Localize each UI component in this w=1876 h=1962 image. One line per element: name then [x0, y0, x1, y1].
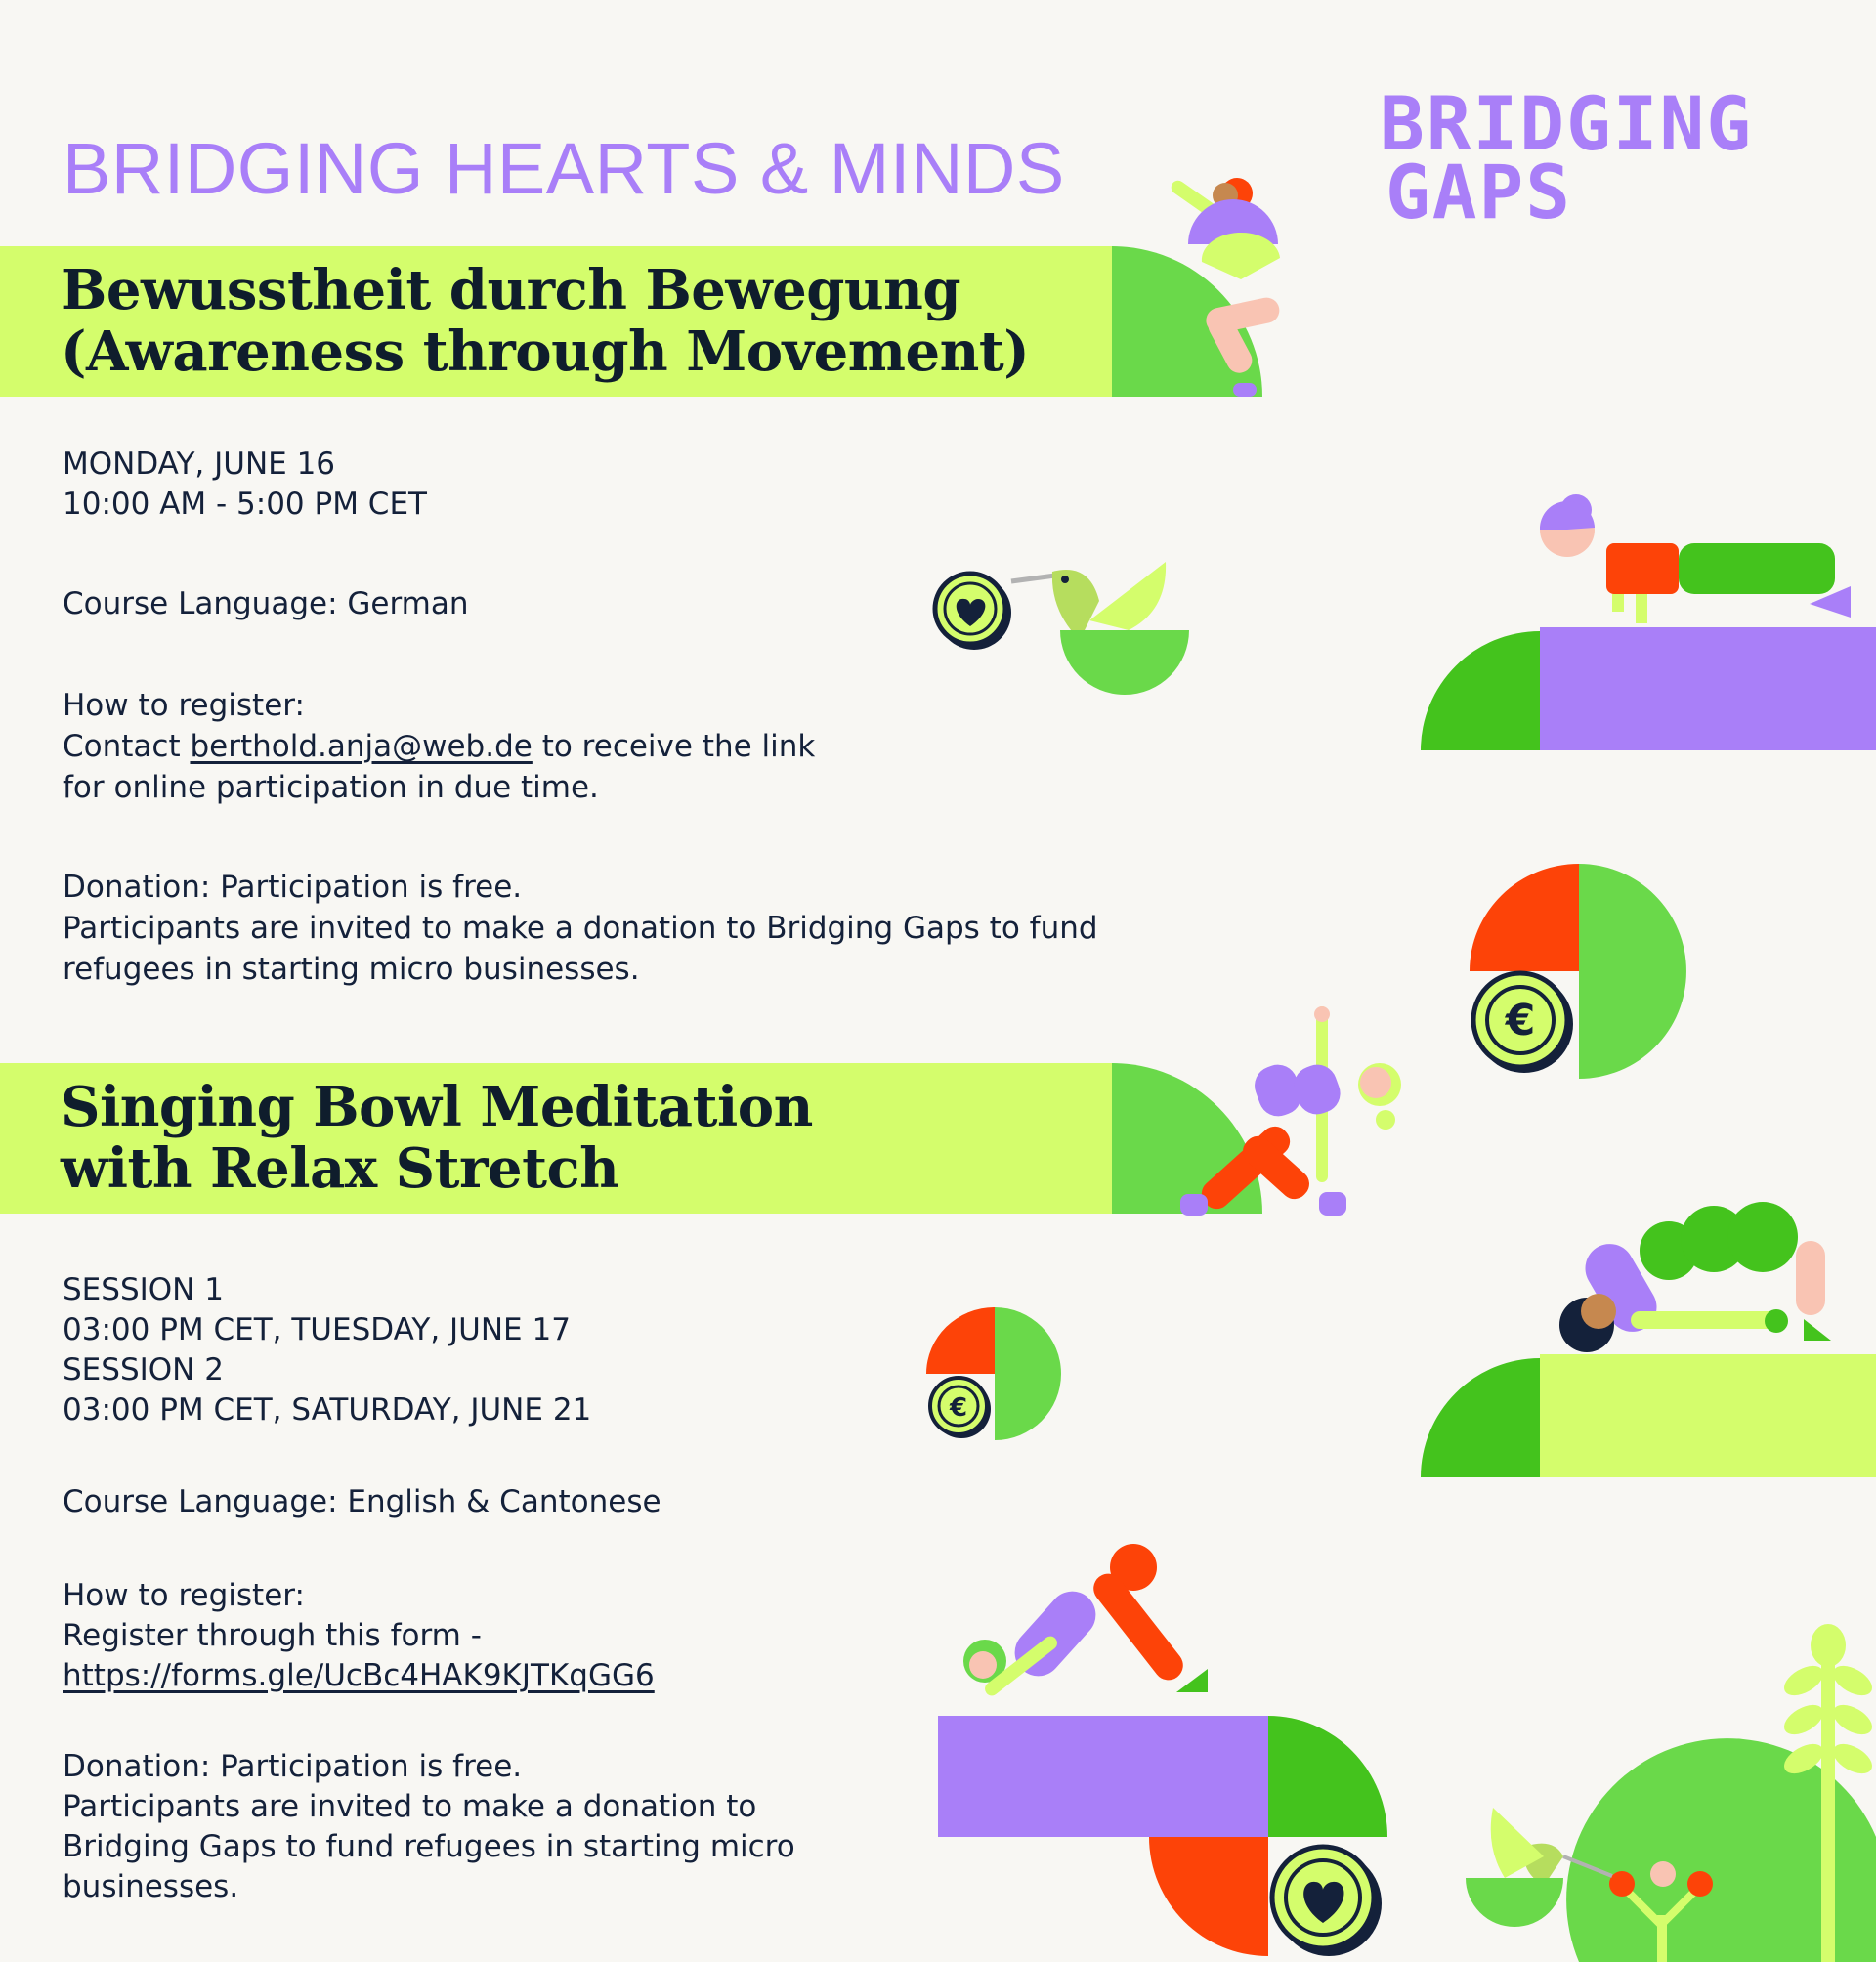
event2-session2-label: SESSION 2 [63, 1352, 224, 1387]
page-headline: BRIDGING HEARTS & MINDS [63, 128, 1065, 209]
event2-session1-time: 03:00 PM CET, TUESDAY, JUNE 17 [63, 1312, 571, 1347]
triangle-pose-figure-icon [1180, 1006, 1401, 1216]
event1-title: Bewusstheit durch Bewegung (Awareness th… [61, 258, 1030, 384]
event2-form-link[interactable]: https://forms.gle/UcBc4HAK9KJTKqGG6 [63, 1658, 655, 1693]
event2-session2-time: 03:00 PM CET, SATURDAY, JUNE 21 [63, 1392, 592, 1428]
event1-donation-line2: Participants are invited to make a donat… [63, 911, 1098, 946]
event1-title-line1: Bewusstheit durch Bewegung [61, 258, 961, 322]
event1-register-suffix: to receive the link [541, 729, 816, 764]
event2-donation-line2: Participants are invited to make a donat… [63, 1789, 757, 1824]
downward-dog-figure-icon [938, 1544, 1387, 1956]
bridge-pose-figure-icon [1421, 1202, 1876, 1477]
euro-coin-pie-icon: € [1470, 864, 1686, 1079]
event1-donation-line1: Donation: Participation is free. [63, 870, 523, 905]
event2-language: Course Language: English & Cantonese [63, 1484, 661, 1519]
event1-time: 10:00 AM - 5:00 PM CET [63, 487, 427, 522]
small-euro-coin-pie-icon: € [926, 1307, 1061, 1440]
event2-donation-line1: Donation: Participation is free. [63, 1749, 523, 1784]
event2-register-heading: How to register: [63, 1578, 305, 1613]
event2-title-line1: Singing Bowl Meditation [61, 1075, 813, 1139]
event1-register-heading: How to register: [63, 688, 305, 723]
event2-title: Singing Bowl Meditation with Relax Stret… [61, 1077, 813, 1200]
svg-text:€: € [949, 1393, 967, 1423]
event1-date: MONDAY, JUNE 16 [63, 447, 336, 482]
svg-text:€: € [1505, 996, 1536, 1045]
event2-register-line2: Register through this form - [63, 1618, 482, 1653]
event2-session1-label: SESSION 1 [63, 1272, 224, 1307]
event1-donation-line3: refugees in starting micro businesses. [63, 952, 640, 987]
event1-register-prefix: Contact [63, 729, 181, 764]
event2-register-link-line: https://forms.gle/UcBc4HAK9KJTKqGG6 [63, 1656, 655, 1696]
event2-title-line2: with Relax Stretch [61, 1136, 619, 1201]
event1-register-line3: for online participation in due time. [63, 770, 599, 805]
event1-register-line: Contact berthold.anja@web.de to receive … [63, 727, 815, 767]
event1-title-line2: (Awareness through Movement) [61, 320, 1030, 384]
event1-language: Course Language: German [63, 586, 469, 621]
logo-line-2: GAPS [1386, 149, 1573, 235]
event2-title-band: Singing Bowl Meditation with Relax Stret… [0, 1063, 1114, 1214]
hummingbird-icon [932, 562, 1189, 695]
event2-donation-line3: Bridging Gaps to fund refugees in starti… [63, 1829, 795, 1864]
event2-donation-line4: businesses. [63, 1869, 239, 1904]
event1-title-band: Bewusstheit durch Bewegung (Awareness th… [0, 246, 1114, 397]
event1-email-link[interactable]: berthold.anja@web.de [190, 729, 533, 764]
logo-line-1: BRIDGING [1380, 80, 1754, 167]
bridging-gaps-logo: BRIDGING GAPS [1380, 87, 1790, 236]
plank-yoga-figure-icon [1421, 494, 1876, 750]
stretching-figure-icon [1171, 178, 1280, 397]
plant-and-bird-icon [1466, 1624, 1876, 1962]
